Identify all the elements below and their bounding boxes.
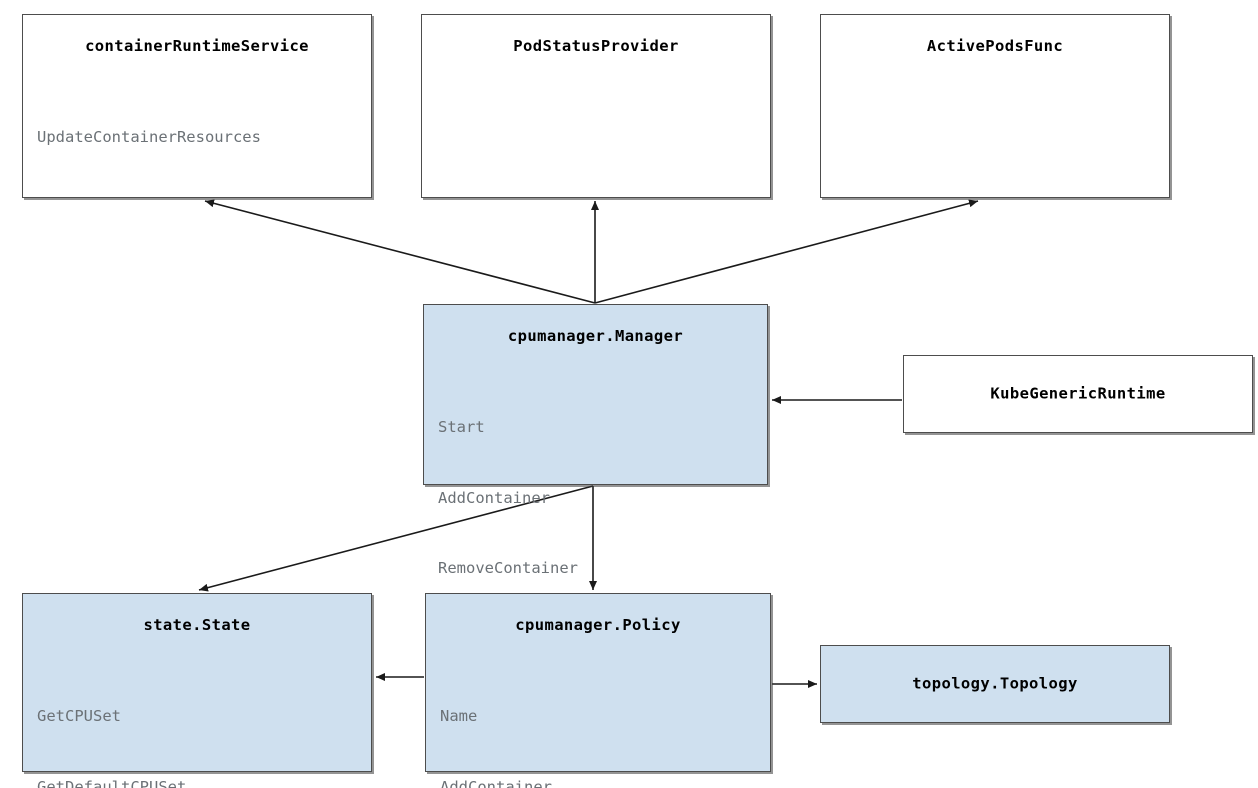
- node-active-pods-func[interactable]: ActivePodsFunc: [820, 14, 1170, 198]
- node-cpumanager-policy[interactable]: cpumanager.Policy Name AddContainer Remo…: [425, 593, 771, 788]
- node-method: GetCPUSet: [37, 707, 121, 725]
- node-method: UpdateContainerResources: [37, 128, 261, 146]
- node-method: Name: [440, 707, 478, 725]
- node-topology-topology[interactable]: topology.Topology: [820, 645, 1170, 723]
- node-cpumanager-manager[interactable]: cpumanager.Manager Start AddContainer Re…: [423, 304, 768, 648]
- edge-manager-to-activePodsFunc: [594, 199, 979, 304]
- node-method: Start: [438, 418, 485, 436]
- node-container-runtime-service[interactable]: containerRuntimeService UpdateContainerR…: [22, 14, 372, 198]
- node-title: cpumanager.Manager: [507, 327, 684, 345]
- node-title: state.State: [143, 616, 251, 634]
- node-state-state[interactable]: state.State GetCPUSet GetDefaultCPUSet S…: [22, 593, 372, 788]
- node-title: cpumanager.Policy: [515, 616, 681, 634]
- node-method: RemoveContainer: [438, 559, 578, 577]
- node-title: topology.Topology: [912, 674, 1078, 693]
- node-kube-generic-runtime[interactable]: KubeGenericRuntime: [903, 355, 1253, 433]
- node-method-list: GetCPUSet GetDefaultCPUSet SetCPUSet Set…: [37, 658, 186, 788]
- node-title: PodStatusProvider: [513, 37, 679, 55]
- node-title: ActivePodsFunc: [926, 37, 1064, 55]
- node-method: AddContainer: [438, 488, 550, 507]
- node-method: GetDefaultCPUSet: [37, 777, 187, 788]
- node-method-list: Name AddContainer RemoveContainer: [440, 658, 580, 788]
- node-title: KubeGenericRuntime: [990, 384, 1166, 403]
- node-method: AddContainer: [440, 777, 552, 788]
- node-title: containerRuntimeService: [85, 37, 309, 55]
- edge-manager-to-containerRuntimeService: [204, 199, 596, 304]
- node-pod-status-provider[interactable]: PodStatusProvider: [421, 14, 771, 198]
- node-method-list: UpdateContainerResources: [37, 79, 261, 197]
